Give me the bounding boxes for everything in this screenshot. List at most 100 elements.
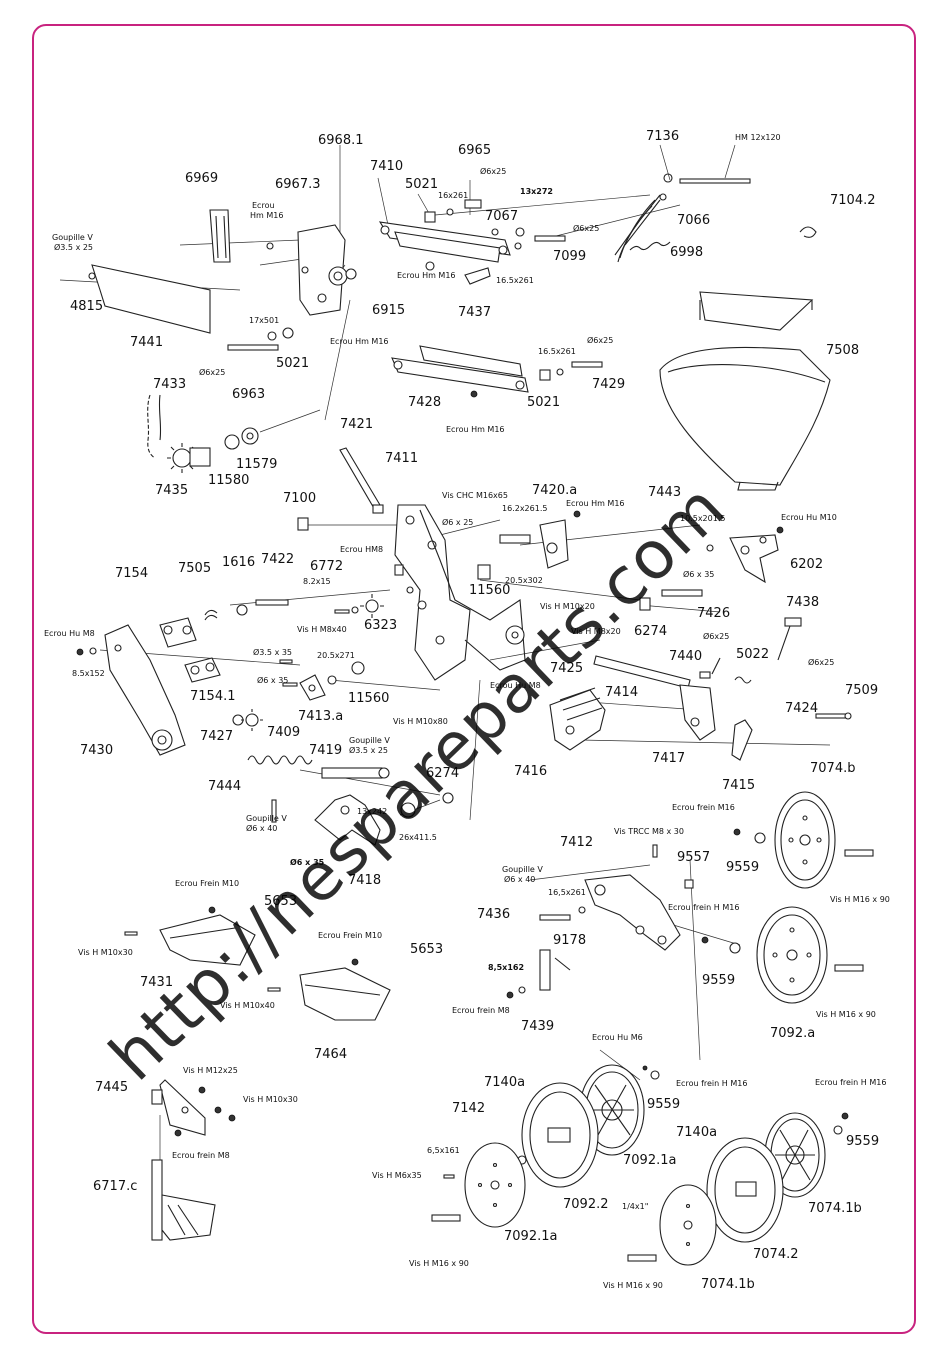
part-7092-1a-lower xyxy=(431,1142,526,1228)
part-label-ecrou-hm-m16-e: Ecrou Hm M16 xyxy=(566,499,625,508)
part-label-11580: 11580 xyxy=(208,473,250,488)
goupille-6x40 xyxy=(271,799,277,823)
part-label-8-5x152a: 8.5x152 xyxy=(72,669,105,678)
part-label-5021a: 5021 xyxy=(405,177,439,192)
part-label-13x242: 13x242 xyxy=(357,807,388,816)
part-9559c xyxy=(650,1070,660,1080)
part-label-7424: 7424 xyxy=(785,701,819,716)
part-label-7444: 7444 xyxy=(208,779,242,794)
part-label-7443: 7443 xyxy=(648,485,682,500)
part-9559b xyxy=(729,942,741,954)
part-label-9178: 9178 xyxy=(553,933,587,948)
part-label-16x261a: 16x261 xyxy=(438,191,469,200)
part-label-6202: 6202 xyxy=(790,557,824,572)
part-label-10-5x201-5: 10.5x201.5 xyxy=(680,514,726,523)
part-label-vis-chc-m16x65: Vis CHC M16x65 xyxy=(442,491,508,500)
part-label-ecrou-hu-m8-b: Ecrou Hu M8 xyxy=(490,681,541,690)
part-label-vis-h-m8x20: Vis H M8x20 xyxy=(571,627,621,636)
part-label-7420-a: 7420.a xyxy=(532,483,578,498)
part-label-8-2x15: 8.2x15 xyxy=(303,577,331,586)
part-7444 xyxy=(247,755,313,765)
part-label-6274a: 6274 xyxy=(634,624,668,639)
part-7413-a xyxy=(279,659,337,701)
part-label-9559b: 9559 xyxy=(702,973,736,988)
part-label-vis-h-m10x30-a: Vis H M10x30 xyxy=(78,948,133,957)
part-label-d6x25e: Ø6 x 25 xyxy=(442,518,474,527)
part-7154 xyxy=(159,617,197,648)
part-label-7421: 7421 xyxy=(340,417,374,432)
part-label-17x501: 17x501 xyxy=(249,316,280,325)
part-label-ecrou-frein-m10-b: Ecrou Frein M10 xyxy=(318,931,383,940)
part-label-7414: 7414 xyxy=(605,685,639,700)
part-label-7154-1: 7154.1 xyxy=(190,689,236,704)
part-label-7140a-a: 7140a xyxy=(484,1075,526,1090)
part-label-7092-1a-b: 7092.1a xyxy=(504,1229,558,1244)
part-label-7409: 7409 xyxy=(267,725,301,740)
part-label-6998: 6998 xyxy=(670,245,704,260)
part-label-7422: 7422 xyxy=(261,552,295,567)
part-label-11560b: 11560 xyxy=(348,691,390,706)
part-7436 xyxy=(539,914,571,921)
part-label-11579: 11579 xyxy=(236,457,278,472)
part-1616 xyxy=(236,604,248,616)
part-label-d6x35a: Ø6 x 35 xyxy=(683,570,715,579)
part-label-goupille-v-b1: Goupille V xyxy=(349,736,390,745)
part-label-7092-2: 7092.2 xyxy=(563,1197,609,1212)
part-label-7413-a: 7413.a xyxy=(298,709,344,724)
part-label-7427: 7427 xyxy=(200,729,234,744)
part-9557 xyxy=(684,879,694,889)
part-label-5653a: 5653 xyxy=(264,894,298,909)
part-7074-b xyxy=(774,791,874,889)
part-6915 xyxy=(345,268,357,280)
part-label-vis-h-m10x40: Vis H M10x40 xyxy=(220,1001,275,1010)
part-label-11560a: 11560 xyxy=(469,583,511,598)
part-11560b xyxy=(351,661,365,675)
part-label-goupille-v-d2: Ø6 x 40 xyxy=(504,875,536,884)
part-label-7066: 7066 xyxy=(677,213,711,228)
part-label-6969: 6969 xyxy=(185,171,219,186)
part-label-ecrou-hu-m10-a: Ecrou Hu M10 xyxy=(781,513,837,522)
part-7464 xyxy=(299,967,391,1021)
part-label-7431: 7431 xyxy=(140,975,174,990)
part-7074-1b-lower xyxy=(627,1184,717,1266)
part-label-vis-h-m6x35: Vis H M6x35 xyxy=(372,1171,422,1180)
part-7421 xyxy=(339,447,381,511)
part-label-5021c: 5021 xyxy=(527,395,561,410)
part-label-ecrou-hm8: Ecrou HM8 xyxy=(340,545,384,554)
part-label-7429: 7429 xyxy=(592,377,626,392)
part-label-7436: 7436 xyxy=(477,907,511,922)
part-7437 xyxy=(464,267,491,285)
part-label-hm12x120: HM 12x120 xyxy=(735,133,781,142)
part-label-7505: 7505 xyxy=(178,561,212,576)
part-label-ecrou-frein-h-m16-b: Ecrou frein H M16 xyxy=(676,1079,748,1088)
part-7418 xyxy=(314,794,381,846)
part-label-7433: 7433 xyxy=(153,377,187,392)
part-label-7411: 7411 xyxy=(385,451,419,466)
part-label-7136: 7136 xyxy=(646,129,680,144)
part-7426 xyxy=(661,589,703,597)
part-label-vis-h-m8x40: Vis H M8x40 xyxy=(297,625,347,634)
part-6202 xyxy=(706,526,784,584)
part-7417 xyxy=(679,684,716,741)
part-label-vis-h-m16x90-a: Vis H M16 x 90 xyxy=(830,895,890,904)
part-label-ecrou-frein-m8-a: Ecrou frein M8 xyxy=(452,1006,510,1015)
part-label-7100: 7100 xyxy=(283,491,317,506)
part-label-d6x25b: Ø6x25 xyxy=(573,224,600,233)
part-label-goupille-v-b2: Ø3.5 x 25 xyxy=(349,746,389,755)
part-7415 xyxy=(731,719,753,761)
part-label-7142: 7142 xyxy=(452,1101,486,1116)
part-7440 xyxy=(711,657,721,675)
part-label-d3-5x35: Ø3.5 x 35 xyxy=(253,648,293,657)
part-label-ecrou-hm-m16-b: Ecrou Hm M16 xyxy=(397,271,456,280)
part-9178 xyxy=(554,957,571,971)
part-7410 xyxy=(378,221,511,263)
part-7100 xyxy=(297,517,309,531)
part-label-16-5x261c: 16,5x261 xyxy=(548,888,586,897)
part-label-ecrou-hu-m8-a: Ecrou Hu M8 xyxy=(44,629,95,638)
part-7435 xyxy=(167,443,211,473)
part-7412 xyxy=(584,874,681,951)
part-label-16-2x261-5: 16.2x261.5 xyxy=(502,504,548,513)
part-label-5653b: 5653 xyxy=(410,942,444,957)
part-nut-7428 xyxy=(470,390,478,398)
